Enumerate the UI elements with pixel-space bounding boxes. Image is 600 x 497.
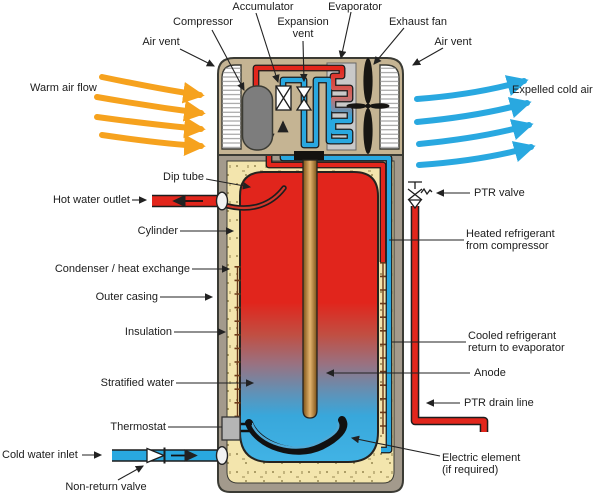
exhaust-fan-icon (346, 58, 390, 154)
leader-lines (82, 11, 470, 481)
air-vent-right-shape (379, 64, 400, 150)
label-cold-water-inlet: Cold water inlet (2, 449, 78, 461)
label-accumulator: Accumulator (232, 1, 294, 13)
hot-water-outlet-pipe (152, 191, 229, 211)
ptr-valve-icon (407, 181, 433, 210)
compressor-shape (241, 85, 274, 151)
label-dip-tube: Dip tube (163, 171, 204, 183)
label-thermostat: Thermostat (110, 421, 166, 433)
label-expansion-vent: Expansion vent (277, 16, 329, 41)
label-outer-casing: Outer casing (95, 291, 158, 303)
label-exhaust-fan: Exhaust fan (388, 16, 448, 28)
warm-air-arrows (94, 74, 206, 156)
dip-tube-shape (221, 185, 287, 211)
label-warm-air-flow: Warm air flow (30, 82, 97, 94)
label-insulation: Insulation (124, 326, 172, 338)
label-non-return-valve: Non-return valve (65, 481, 147, 493)
label-hot-water-outlet: Hot water outlet (52, 194, 130, 206)
anode-rod (302, 159, 318, 419)
accumulator-icon (275, 85, 292, 111)
air-vent-left-shape (221, 64, 242, 150)
cold-air-arrows (414, 75, 536, 168)
cold-water-inlet-pipe (112, 446, 229, 466)
label-electric-element: Electric element (if required) (442, 452, 521, 477)
electric-element-shape (245, 416, 348, 455)
label-compressor: Compressor (173, 16, 233, 28)
thermostat-shape (221, 416, 252, 441)
anode-mount (294, 151, 324, 160)
label-condenser: Condenser / heat exchange (54, 263, 190, 275)
label-anode: Anode (474, 367, 506, 379)
expansion-vent-icon (295, 86, 313, 111)
heat-pump-unit (217, 57, 404, 160)
evaporator-coil (330, 68, 353, 144)
non-return-valve-icon (146, 447, 166, 464)
label-ptr-drain-line: PTR drain line (464, 397, 534, 409)
label-cooled-refrigerant: Cooled refrigerant return to evaporator (468, 330, 565, 355)
ptr-drain-pipe (410, 206, 489, 432)
label-expelled-cold-air: Expelled cold air (512, 84, 593, 96)
label-evaporator: Evaporator (328, 1, 382, 13)
label-cylinder: Cylinder (137, 225, 178, 237)
condenser-coil (234, 262, 386, 438)
unit-pipework (252, 64, 354, 149)
label-stratified-water: Stratified water (100, 377, 174, 389)
label-air-vent-left: Air vent (142, 36, 180, 48)
label-ptr-valve: PTR valve (474, 187, 525, 199)
label-air-vent-right: Air vent (434, 36, 472, 48)
label-heated-refrigerant: Heated refrigerant from compressor (466, 228, 555, 253)
